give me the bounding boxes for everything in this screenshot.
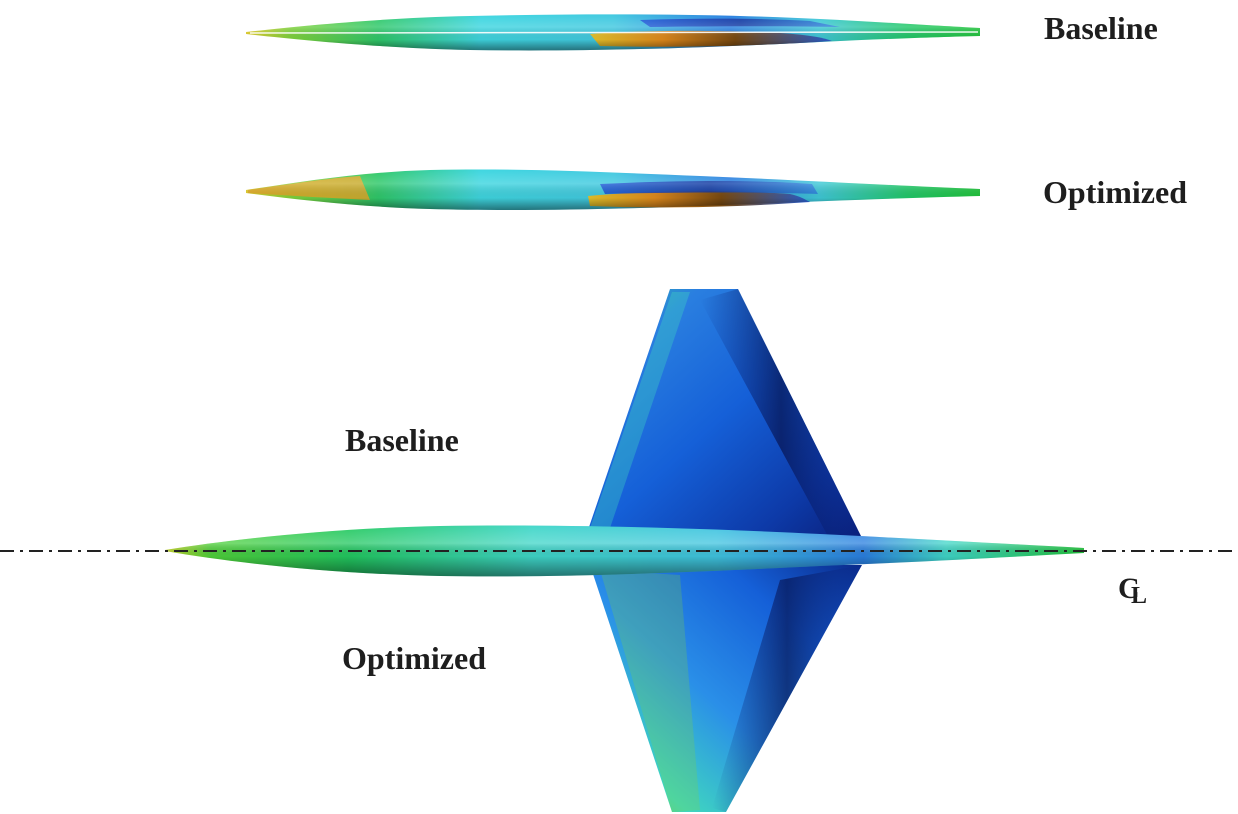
plan-view-optimized-wing — [590, 565, 862, 812]
side-optimized-label: Optimized — [1043, 174, 1187, 210]
plan-baseline-label: Baseline — [345, 422, 459, 458]
side-view-optimized-body — [246, 169, 980, 210]
plan-optimized-label: Optimized — [342, 640, 486, 676]
side-baseline-label: Baseline — [1044, 10, 1158, 46]
plan-view-baseline-wing — [588, 289, 862, 540]
centerline-symbol-l: L — [1131, 583, 1148, 609]
centerline-symbol: C L — [1118, 572, 1147, 609]
centerline-symbol-c: C — [1118, 572, 1140, 605]
plan-view-fuselage — [165, 525, 1084, 577]
side-view-baseline-body — [246, 14, 980, 51]
